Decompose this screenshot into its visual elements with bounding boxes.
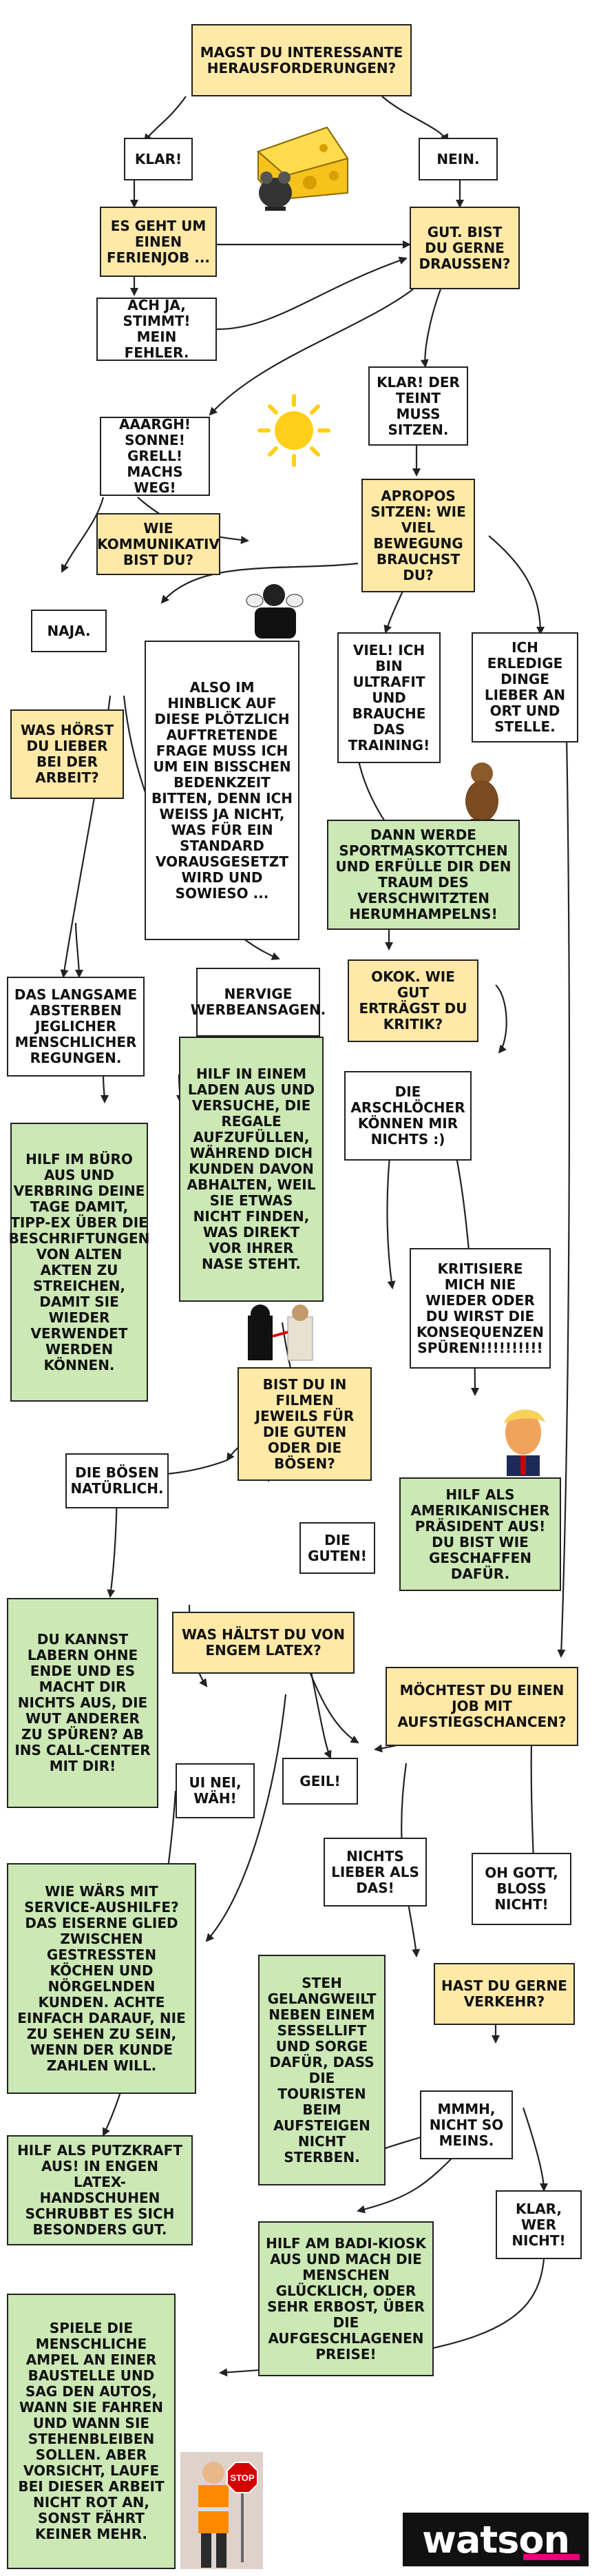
node-klar-wer: Klar, wer nicht! xyxy=(496,2190,582,2259)
edge xyxy=(61,497,105,573)
node-boesen: Die Bösen natürlich. xyxy=(65,1453,169,1508)
trump-caricature-icon xyxy=(504,1409,545,1476)
node-naja: Naja. xyxy=(31,610,107,652)
watson-logo-accent xyxy=(523,2554,580,2560)
node-sportmaskottchen: Dann werde Sportmaskottchen und erfülle … xyxy=(327,820,520,930)
node-guten: Die Guten! xyxy=(299,1522,375,1574)
node-filmen: Bist du in Filmen jeweils für die Guten … xyxy=(238,1367,372,1481)
edge xyxy=(143,96,187,143)
node-sesselift: Steh gelangweilt neben einem Sessellift … xyxy=(258,1955,386,2185)
node-werbeansagen: Nervige Werbeansagen. xyxy=(191,968,326,1037)
node-kritisiere: Kritisiere mich nie wieder oder du wirst… xyxy=(410,1248,551,1369)
node-also: Also im Hinblick auf diese plötzlich auf… xyxy=(145,641,299,940)
node-aufstieg: Möchtest du einen Job mit Aufstiegschanc… xyxy=(386,1667,578,1746)
node-buero: Hilf im Büro aus und verbring deine Tage… xyxy=(9,1123,149,1402)
node-praesident: Hilf als amerikanischer Präsident aus! D… xyxy=(399,1477,561,1591)
node-gut-draussen: Gut. Bist du gerne draussen? xyxy=(410,207,520,289)
node-teint: Klar! Der Teint muss sitzen. xyxy=(368,366,468,446)
node-laden: Hilf in einem Laden aus und versuche, di… xyxy=(179,1037,324,1302)
node-callcenter: Du kannst labern ohne Ende und es macht … xyxy=(7,1598,158,1808)
edge xyxy=(357,2148,462,2214)
edge xyxy=(216,256,408,331)
node-ampel: Spiele die menschliche Ampel an einer Ba… xyxy=(7,2294,176,2569)
node-latex: Was hältst du von engem Latex? xyxy=(172,1612,355,1674)
node-was-hoerst: Was hörst du lieber bei der Arbeit? xyxy=(10,709,124,799)
edge xyxy=(557,640,571,1658)
node-service: Wie wärs mit Service-Aushilfe? Das eiser… xyxy=(7,1863,196,2094)
node-nein: Nein. xyxy=(419,138,498,180)
node-absterben: Das langsame Absterben jeglicher menschl… xyxy=(7,977,145,1077)
edge xyxy=(205,1694,287,1942)
edge xyxy=(420,289,442,368)
node-putzkraft: Hilf als Putzkraft aus! In engen Latex-H… xyxy=(7,2135,193,2245)
node-ort-stelle: Ich erledige Dinge lieber an Ort und Ste… xyxy=(472,632,578,742)
node-apropos: Apropos sitzen: Wie viel Bewegung brauch… xyxy=(361,479,475,592)
node-ach-ja: Ach ja, stimmt! Mein Fehler. xyxy=(96,298,217,361)
node-viel-ultrafit: Viel! Ich bin ultrafit und brauche das T… xyxy=(337,632,441,763)
node-okok: Okok. Wie gut erträgst du Kritik? xyxy=(348,959,478,1042)
node-klar: Klar! xyxy=(124,138,193,180)
node-aaargh: Aaargh! Sonne! Grell! Machs weg! xyxy=(100,417,210,496)
node-oh-gott: Oh Gott, bloss nicht! xyxy=(472,1853,571,1925)
node-badi: Hilf am Badi-Kiosk aus und mach die Mens… xyxy=(258,2221,434,2376)
edge xyxy=(381,96,448,143)
edge xyxy=(74,922,83,978)
node-nichts-lieber: Nichts lieber als das! xyxy=(324,1838,427,1907)
node-geil: Geil! xyxy=(282,1758,358,1805)
edge xyxy=(488,535,545,635)
shy-person-icon xyxy=(246,584,304,638)
edge xyxy=(100,1074,109,1103)
cheese-with-mouse-icon xyxy=(257,126,349,211)
node-ferienjob: Es geht um einen Ferienjob ... xyxy=(100,207,217,277)
node-start: Magst du interessante Herausforderungen? xyxy=(191,24,412,96)
node-kommunikativ: Wie kommunikativ bist du? xyxy=(96,513,220,575)
edge xyxy=(160,562,359,604)
node-verkehr: Hast du gerne Verkehr? xyxy=(434,1963,575,2025)
node-arschloecher: Die Arschlöcher können mir nichts :) xyxy=(344,1071,472,1161)
sun-icon xyxy=(257,394,330,467)
star-wars-figures-icon xyxy=(248,1305,313,1361)
edge xyxy=(209,289,414,416)
traffic-worker-icon: STOP xyxy=(180,2452,263,2569)
edge xyxy=(522,2107,548,2192)
edge xyxy=(495,984,507,1054)
stop-sign-text: STOP xyxy=(230,2473,254,2483)
node-ui-nei: Ui nei, wäh! xyxy=(176,1763,255,1818)
node-mmmh: Mmmh, nicht so meins. xyxy=(420,2090,513,2159)
